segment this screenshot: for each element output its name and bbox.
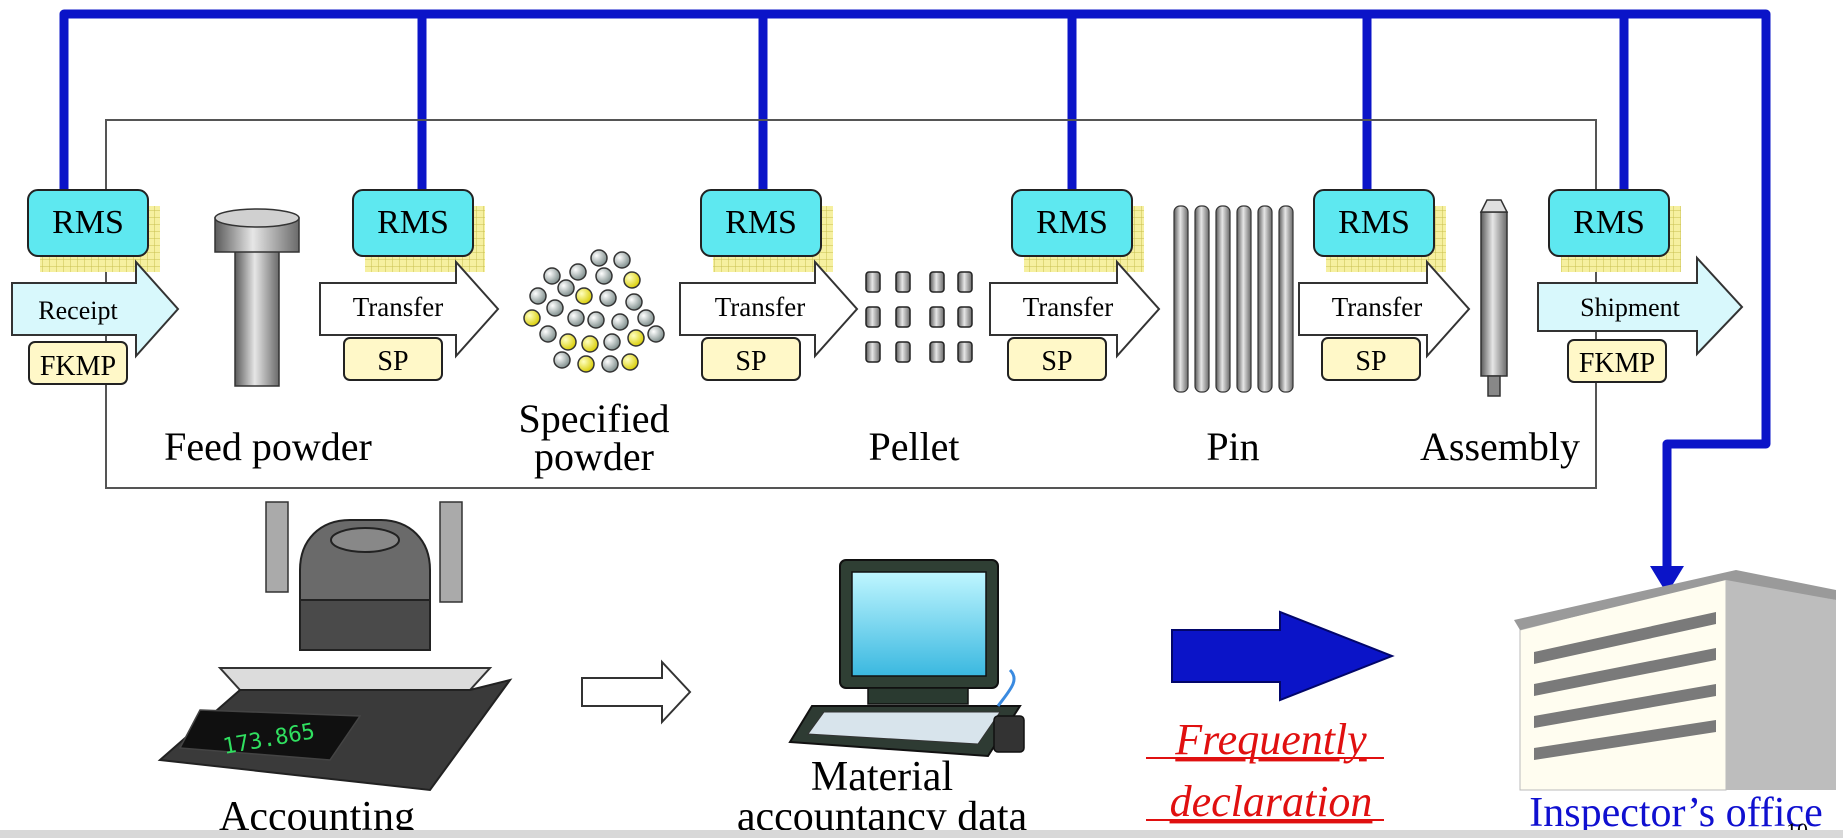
stage-label-feed-powder: Feed powder xyxy=(164,424,372,469)
label-declaration: declaration xyxy=(1170,777,1373,826)
label-inspectors-office: Inspector’s office xyxy=(1529,790,1823,836)
fkmp-tag-shipment: FKMP xyxy=(1567,339,1667,383)
fkmp-tag-receipt: FKMP xyxy=(28,341,128,385)
office-building-icon xyxy=(1514,570,1836,791)
label-frequently: Frequently xyxy=(1174,715,1367,764)
pellets-icon xyxy=(865,271,973,363)
transfer-arrow-2: Transfer xyxy=(679,259,859,359)
big-blue-arrow-icon xyxy=(1171,610,1395,702)
arrow-to-inspector-icon xyxy=(1650,566,1684,594)
svg-text:Transfer: Transfer xyxy=(353,292,444,322)
svg-text:Transfer: Transfer xyxy=(715,292,806,322)
rms-box-3: RMS xyxy=(700,189,833,272)
fuel-assembly-icon xyxy=(1479,199,1509,397)
sp-tag-1: SP xyxy=(343,337,443,381)
sp-tag-2: SP xyxy=(701,337,801,381)
svg-text:RMS: RMS xyxy=(725,204,797,241)
rms-box-4: RMS xyxy=(1011,189,1144,272)
stage-label-pellet: Pellet xyxy=(868,424,959,469)
rms-box-6: RMS xyxy=(1548,189,1681,272)
svg-text:RMS: RMS xyxy=(1338,204,1410,241)
small-outline-arrow-icon xyxy=(581,659,692,725)
label-material-line1: Material xyxy=(811,754,953,800)
svg-text:RMS: RMS xyxy=(377,204,449,241)
footer-bar xyxy=(0,830,1843,838)
specified-powder-granules-icon xyxy=(523,249,665,373)
svg-text:SP: SP xyxy=(1041,346,1072,377)
receipt-arrow: Receipt xyxy=(11,259,180,359)
weighing-scale-icon: 173.865 xyxy=(157,501,513,792)
shipment-arrow: Shipment xyxy=(1537,255,1744,357)
transfer-arrow-1: Transfer xyxy=(319,259,500,359)
svg-text:SP: SP xyxy=(735,346,766,377)
stage-label-specified-powder-line1: Specified xyxy=(518,396,669,441)
feed-powder-container-icon xyxy=(214,208,300,387)
svg-text:RMS: RMS xyxy=(52,204,124,241)
stage-label-assembly: Assembly xyxy=(1420,424,1580,469)
fuel-pins-icon xyxy=(1173,205,1294,393)
computer-icon xyxy=(788,559,1025,758)
svg-text:Receipt: Receipt xyxy=(38,296,118,325)
sp-tag-4: SP xyxy=(1321,337,1421,381)
network-lines xyxy=(59,9,1771,572)
svg-text:Transfer: Transfer xyxy=(1332,292,1423,322)
svg-text:RMS: RMS xyxy=(1573,204,1645,241)
svg-text:RMS: RMS xyxy=(1036,204,1108,241)
sp-tag-3: SP xyxy=(1007,337,1107,381)
transfer-arrow-3: Transfer xyxy=(989,259,1161,359)
stage-label-specified-powder-line2: powder xyxy=(534,434,654,479)
transfer-arrow-4: Transfer xyxy=(1298,259,1471,359)
rms-box-1: RMS xyxy=(27,189,160,272)
rms-box-5: RMS xyxy=(1313,189,1446,272)
svg-text:FKMP: FKMP xyxy=(40,351,116,382)
svg-text:SP: SP xyxy=(1355,346,1386,377)
svg-text:SP: SP xyxy=(377,346,408,377)
svg-text:Transfer: Transfer xyxy=(1023,292,1114,322)
stage-label-pin: Pin xyxy=(1206,424,1259,469)
svg-text:Shipment: Shipment xyxy=(1580,293,1680,322)
svg-text:FKMP: FKMP xyxy=(1579,348,1655,379)
rms-box-2: RMS xyxy=(352,189,485,272)
